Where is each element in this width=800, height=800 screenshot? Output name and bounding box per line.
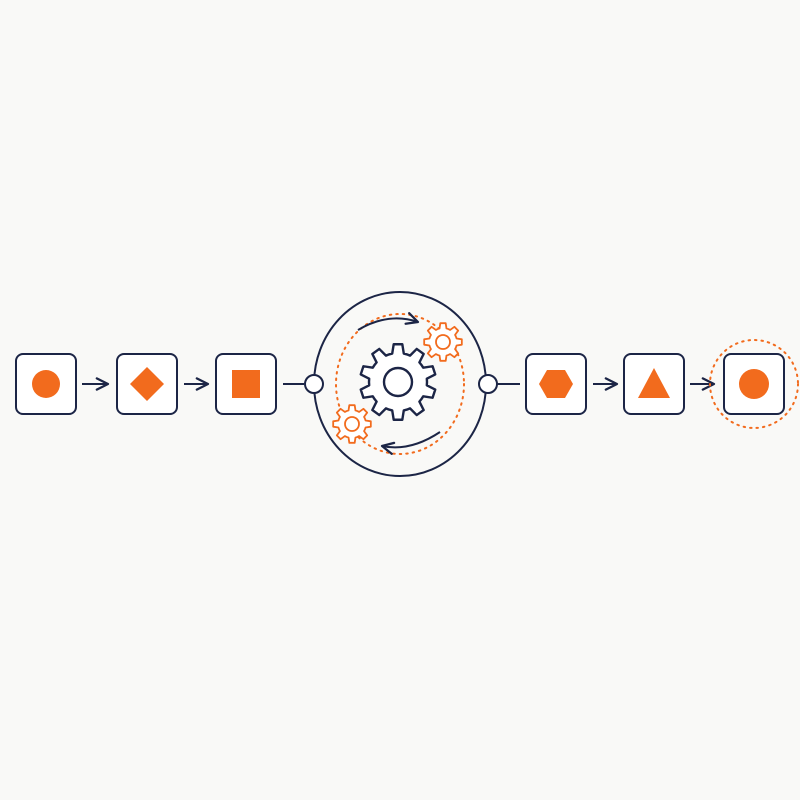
square-icon [232, 370, 260, 398]
output-step-circle-highlighted [709, 339, 799, 429]
gear-icon [423, 322, 463, 362]
gear-body [423, 322, 463, 362]
hexagon-icon [539, 370, 573, 398]
diamond-icon [130, 367, 164, 401]
process-hub [304, 291, 498, 477]
curved-arrow-icon [357, 312, 420, 331]
highlight-dotted-ring [709, 339, 799, 429]
gear-icon [359, 343, 437, 421]
circle-icon [32, 370, 60, 398]
dotted-orbit [335, 313, 465, 455]
gear-body [359, 343, 437, 421]
triangle-icon [638, 368, 670, 398]
ring-node-right [478, 374, 498, 394]
ring-node-left [304, 374, 324, 394]
output-step-hexagon [525, 353, 587, 415]
gear-hole [344, 416, 360, 432]
curved-arrow-icon [380, 431, 441, 455]
gear-body [332, 404, 372, 444]
output-step-triangle [623, 353, 685, 415]
input-step-circle [15, 353, 77, 415]
gear-icon [332, 404, 372, 444]
input-step-diamond [116, 353, 178, 415]
gear-hole [435, 334, 451, 350]
circle-icon [739, 369, 769, 399]
input-step-square [215, 353, 277, 415]
gear-hole [382, 366, 414, 398]
